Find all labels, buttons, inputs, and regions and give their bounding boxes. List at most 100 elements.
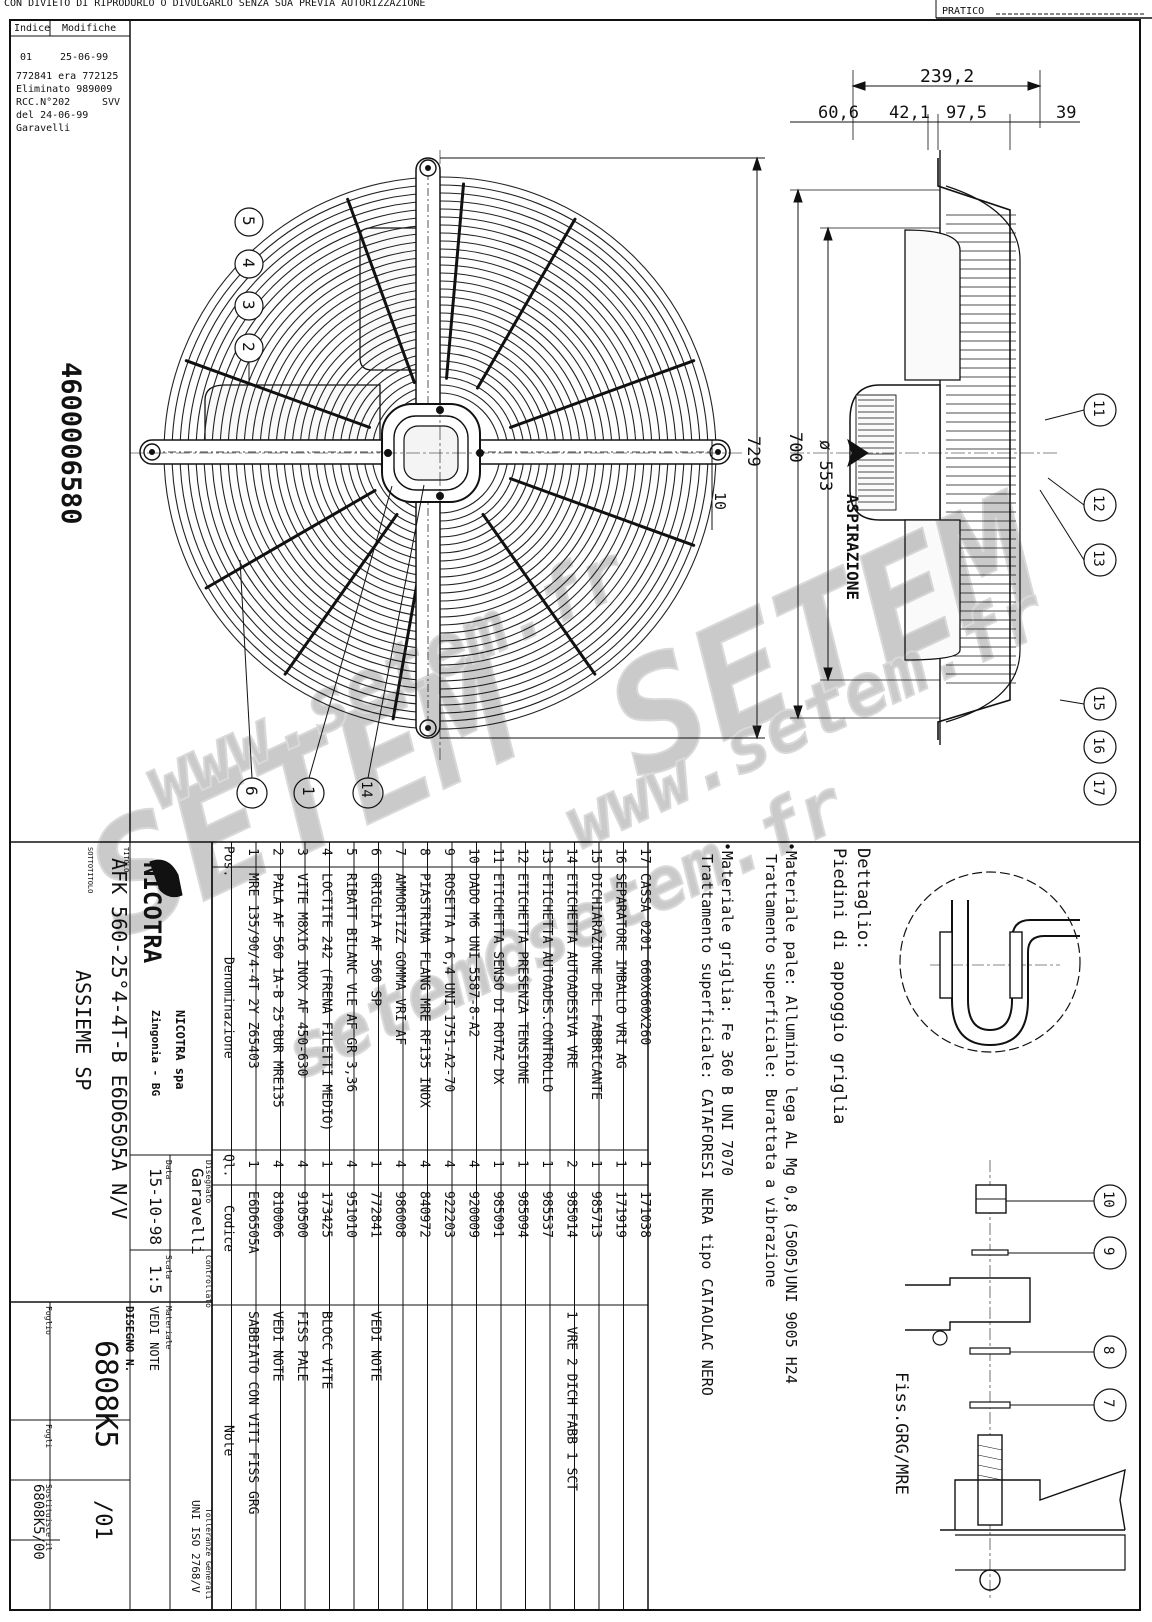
bom-code: 772841 bbox=[368, 1191, 383, 1238]
company-logo-text: NICOTRA bbox=[138, 862, 166, 964]
fogli-label: Fogli bbox=[44, 1424, 53, 1448]
bom-code: 840972 bbox=[417, 1191, 432, 1238]
bom-code: 171919 bbox=[613, 1191, 628, 1238]
rev-col-indice: Indice bbox=[14, 23, 50, 34]
dim-10: 10 bbox=[711, 492, 729, 510]
part-code: 4600006580 bbox=[55, 362, 86, 525]
controllato-label: Controllato bbox=[204, 1255, 213, 1308]
guard-spoke bbox=[184, 359, 372, 429]
guard-spoke bbox=[476, 217, 577, 390]
balloon: 13 bbox=[1090, 550, 1106, 567]
sostituisce-label: Sostituisce il bbox=[44, 1484, 53, 1552]
bom-name: PALA AF 560 1A-B 25°BUR MRE135 bbox=[270, 873, 285, 1108]
bom-pos: 9 bbox=[441, 848, 456, 856]
bom-pos: 6 bbox=[368, 848, 383, 856]
bom-header-pos: Pos. bbox=[221, 846, 236, 877]
bom-name: ETICHETTA PRESENZA TENSIONE bbox=[515, 873, 530, 1084]
rev-line: SVV bbox=[102, 97, 120, 108]
bom-pos: 2 bbox=[270, 848, 285, 856]
rev-line: 772841 era 772125 bbox=[16, 71, 118, 82]
guard-spoke bbox=[508, 477, 696, 547]
bom-header-code: Codice bbox=[221, 1205, 236, 1252]
bom-qty: 4 bbox=[270, 1160, 285, 1168]
fixing-exploded-view bbox=[905, 1160, 1127, 1600]
note-material-griglia: •Materiale griglia: Fe 360 B UNI 7070 bbox=[718, 842, 736, 1176]
bom-header-note: Note bbox=[221, 1425, 236, 1456]
balloon: 15 bbox=[1090, 694, 1106, 711]
drawing-title: AFK 560-25°4-4T-B E6D6505A N/V bbox=[107, 858, 131, 1219]
guard-spoke bbox=[481, 512, 597, 676]
bom-code: 171038 bbox=[637, 1191, 652, 1238]
materiale-value: VEDI NOTE bbox=[147, 1306, 161, 1371]
bom-pos: 15 bbox=[588, 848, 603, 864]
fan-guard-spokes bbox=[184, 182, 696, 721]
disegnato-value: Garavelli bbox=[188, 1168, 207, 1255]
bom-qty: 1 bbox=[588, 1160, 603, 1168]
bom-pos: 12 bbox=[515, 848, 530, 864]
fiss-label: Fiss.GRG/MRE bbox=[891, 1372, 911, 1495]
bom-pos: 5 bbox=[343, 848, 358, 856]
fan-side-view bbox=[790, 70, 1117, 806]
bom-code: 986008 bbox=[392, 1191, 407, 1238]
balloon: 3 bbox=[239, 300, 258, 310]
bom-pos: 16 bbox=[613, 848, 628, 864]
dim-239: 239,2 bbox=[920, 66, 974, 87]
bom-qty: 2 bbox=[564, 1160, 579, 1168]
bom-code: 922203 bbox=[441, 1191, 456, 1238]
bom-name: DADO M6 UNI 5587-8-A2 bbox=[466, 873, 481, 1037]
detail-view-foot bbox=[899, 871, 1081, 1053]
bom-qty: 1 bbox=[245, 1160, 260, 1168]
bom-name: MRE 135/90/4-4T 2Y Z65403 bbox=[245, 873, 260, 1069]
bom-qty: 4 bbox=[417, 1160, 432, 1168]
bom-code: 985091 bbox=[490, 1191, 505, 1238]
foglio-label: Foglio bbox=[44, 1306, 53, 1335]
tolleranze-value: UNI ISO 2768/V bbox=[189, 1500, 202, 1593]
title-block bbox=[10, 842, 213, 1610]
balloon: 8 bbox=[1100, 1346, 1116, 1354]
top-banner-text: CON DIVIETO DI RIPRODURLO O DIVULGARLO S… bbox=[4, 0, 425, 9]
detail-subtitle: Piedini di appoggio griglia bbox=[829, 848, 849, 1124]
bom-code: 985713 bbox=[588, 1191, 603, 1238]
dim-553: ø 553 bbox=[815, 440, 835, 491]
bom-pos: 3 bbox=[294, 848, 309, 856]
bom-code: E6D6505A bbox=[245, 1191, 260, 1254]
pratico-label: PRATICO bbox=[942, 6, 984, 17]
bom-pos: 10 bbox=[466, 848, 481, 864]
bom-qty: 1 bbox=[515, 1160, 530, 1168]
note-material-pale: •Materiale pale: Alluminio lega AL Mg 0,… bbox=[782, 842, 800, 1384]
bom-name: DICHIARAZIONE DEL FABBRICANTE bbox=[588, 873, 603, 1100]
bom-name: RIBATT BILANC VLE AF GR 3,36 bbox=[343, 873, 358, 1092]
bom-qty: 1 bbox=[613, 1160, 628, 1168]
bom-qty: 1 bbox=[490, 1160, 505, 1168]
bom-name: ROSETTA A 6,4 UNI 1751-A2-70 bbox=[441, 873, 456, 1092]
note-trattamento-pale: Trattamento superficiale: Burattata a vi… bbox=[762, 854, 780, 1287]
balloon: 7 bbox=[1100, 1399, 1116, 1407]
bom-name: AMMORTIZZ GOMMA VRI AF bbox=[392, 873, 407, 1045]
bom-note: FISS PALE bbox=[294, 1311, 309, 1381]
bom-pos: 1 bbox=[245, 848, 260, 856]
bom-pos: 7 bbox=[392, 848, 407, 856]
guard-spoke bbox=[204, 489, 377, 590]
dim-700: 700 bbox=[785, 432, 805, 463]
bom-code: 920009 bbox=[466, 1191, 481, 1238]
company-city: Zingonia - BG bbox=[149, 1010, 162, 1096]
balloon: 10 bbox=[1100, 1191, 1116, 1208]
bom-code: 985014 bbox=[564, 1191, 579, 1238]
bom-name: VITE M8X16 INOX AF 450-630 bbox=[294, 873, 309, 1077]
bom-note: VEDI NOTE bbox=[270, 1311, 285, 1381]
airflow-label: ASPIRAZIONE bbox=[843, 494, 862, 600]
bom-note: SABBIATO CON VITI FISS GRG bbox=[245, 1311, 260, 1515]
sottotitolo-label: SOTTOTITOLO bbox=[86, 847, 94, 893]
terminal-box-lower bbox=[204, 384, 381, 441]
balloon: 1 bbox=[299, 786, 318, 796]
dim-60: 60,6 bbox=[818, 103, 859, 123]
nicotra-logo-mark bbox=[149, 859, 183, 898]
data-value: 15-10-98 bbox=[146, 1168, 165, 1245]
titolo-label: TITOLO bbox=[122, 847, 130, 872]
drawing-number: 6808K5 bbox=[88, 1340, 123, 1448]
bom-pos: 4 bbox=[319, 848, 334, 856]
bom-qty: 4 bbox=[392, 1160, 407, 1168]
balloon: 11 bbox=[1090, 400, 1106, 417]
